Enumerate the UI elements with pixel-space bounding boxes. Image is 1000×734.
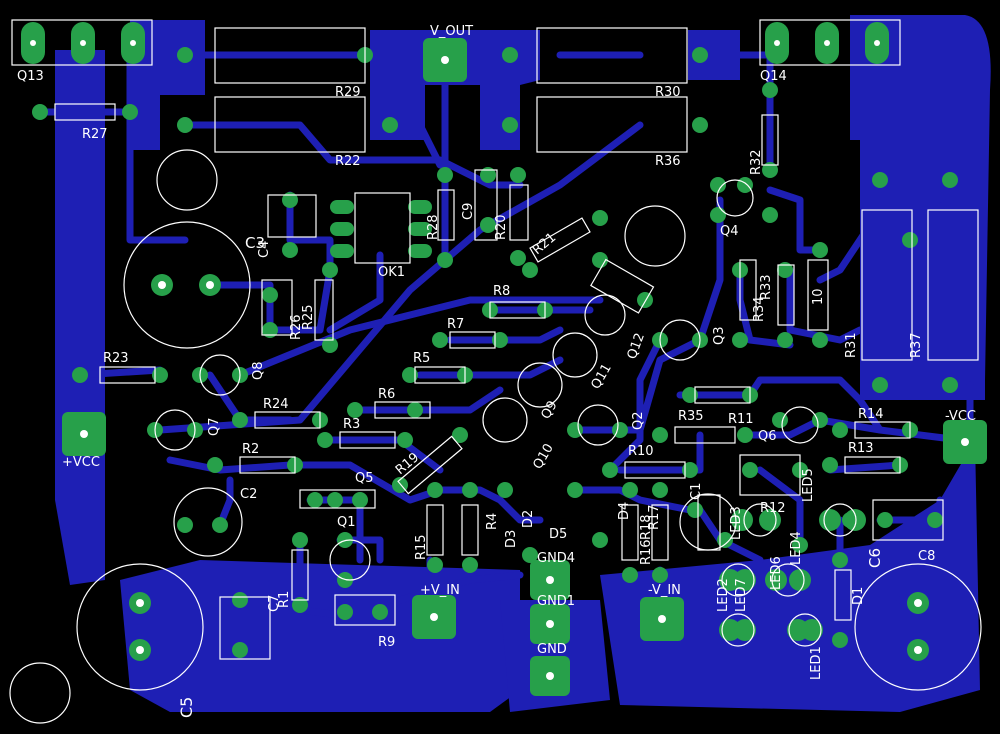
- label-r36: R36: [655, 154, 681, 169]
- label-r23: R23: [103, 351, 129, 366]
- label-r14: R14: [858, 407, 884, 422]
- label-r26: R26: [289, 314, 304, 340]
- label-gnd4: GND4: [537, 551, 575, 566]
- label-r32: R32: [749, 149, 764, 175]
- q13-outline: [11, 19, 153, 66]
- label-led4: LED4: [789, 531, 804, 565]
- label-gnd1: GND1: [537, 594, 575, 609]
- label-led2: LED2: [716, 578, 731, 612]
- label-led1: LED1: [809, 646, 824, 680]
- label-led3: LED3: [729, 506, 744, 540]
- r31-body: [861, 209, 913, 361]
- label-r12: R12: [760, 501, 786, 516]
- label-r3: R3: [343, 417, 360, 432]
- label-r4: R4: [485, 513, 500, 530]
- mount-hole-1: [156, 149, 218, 211]
- label-q3: Q3: [712, 326, 727, 345]
- label-c2: C2: [240, 487, 257, 502]
- label-r9: R9: [378, 635, 395, 650]
- r37-body: [927, 209, 979, 361]
- label-r6: R6: [378, 387, 395, 402]
- label-q4: Q4: [720, 224, 739, 239]
- label-led7: LED7: [734, 578, 749, 612]
- labels: Q13 Q14 V_OUT R29 R30 R27 R22 R36 R32 C9…: [17, 24, 976, 718]
- label-vcc-pos: +VCC: [62, 455, 100, 470]
- label-c6: C6: [866, 548, 884, 568]
- label-c10: 10: [811, 288, 826, 305]
- label-q1: Q1: [337, 515, 356, 530]
- label-q8: Q8: [251, 361, 266, 380]
- label-r29: R29: [335, 85, 361, 100]
- label-r5: R5: [413, 351, 430, 366]
- c3-outline: [123, 221, 251, 349]
- label-c8: C8: [918, 549, 935, 564]
- mount-hole-2: [624, 205, 686, 267]
- label-r22: R22: [335, 154, 361, 169]
- label-d4: D4: [617, 502, 632, 520]
- oval-pads: [330, 200, 432, 258]
- label-r30: R30: [655, 85, 681, 100]
- label-q6: Q6: [758, 429, 777, 444]
- label-r15: R15: [414, 534, 429, 560]
- label-v-out: V_OUT: [430, 24, 473, 39]
- label-c1: C1: [689, 483, 704, 500]
- label-r34: R34: [752, 296, 767, 322]
- copper-traces: [41, 46, 974, 654]
- label-r8: R8: [493, 284, 510, 299]
- c2-outline: [173, 487, 243, 557]
- label-q13: Q13: [17, 69, 44, 84]
- label-d2: D2: [521, 510, 536, 528]
- c5-outline: [76, 563, 204, 691]
- label-r37: R37: [909, 332, 924, 358]
- r36-body: [536, 96, 688, 153]
- label-r18: R18: [639, 514, 654, 540]
- label-r33: R33: [759, 274, 774, 300]
- mount-hole-3: [9, 662, 71, 724]
- r29-body: [214, 27, 366, 84]
- label-r27: R27: [82, 127, 108, 142]
- label-r1: R1: [277, 591, 292, 608]
- label-d1: D1: [851, 587, 866, 605]
- label-r35: R35: [678, 409, 704, 424]
- label-q5: Q5: [355, 471, 374, 486]
- label-gnd: GND: [537, 642, 567, 657]
- label-led5: LED5: [801, 468, 816, 502]
- drill-holes: [30, 40, 969, 680]
- label-q2: Q2: [631, 411, 646, 430]
- label-d3: D3: [504, 530, 519, 548]
- label-q14: Q14: [760, 69, 787, 84]
- label-r17: R17: [647, 504, 662, 530]
- label-c3: C3: [245, 234, 265, 252]
- copper-pour-top-mid: [370, 30, 540, 150]
- r22-body: [214, 96, 366, 153]
- label-r20: R20: [494, 214, 509, 240]
- label-r7: R7: [447, 317, 464, 332]
- label-v-in-neg: -V_IN: [648, 583, 681, 598]
- copper-pour-right: [850, 15, 991, 380]
- label-r13: R13: [848, 441, 874, 456]
- label-r11: R11: [728, 412, 754, 427]
- silkscreen-layer: [9, 19, 982, 724]
- label-c9: C9: [461, 203, 476, 220]
- label-c7: C7: [267, 595, 282, 612]
- label-d5: D5: [549, 527, 567, 542]
- label-r31: R31: [844, 332, 859, 358]
- label-r24: R24: [263, 397, 289, 412]
- q14-outline: [759, 19, 901, 66]
- label-v-in-pos: +V_IN: [420, 583, 460, 598]
- label-r2: R2: [242, 442, 259, 457]
- label-r16: R16: [639, 539, 654, 565]
- label-r25: R25: [301, 304, 316, 330]
- label-r28: R28: [426, 214, 441, 240]
- label-q7: Q7: [207, 417, 222, 436]
- label-c4: C4: [257, 241, 272, 258]
- c8-outline: [854, 563, 982, 691]
- label-r10: R10: [628, 444, 654, 459]
- label-vcc-neg: -VCC: [945, 409, 976, 424]
- label-c5: C5: [177, 697, 196, 718]
- label-led6: LED6: [769, 556, 784, 590]
- label-ok1: OK1: [378, 265, 405, 280]
- r30-body: [536, 27, 688, 84]
